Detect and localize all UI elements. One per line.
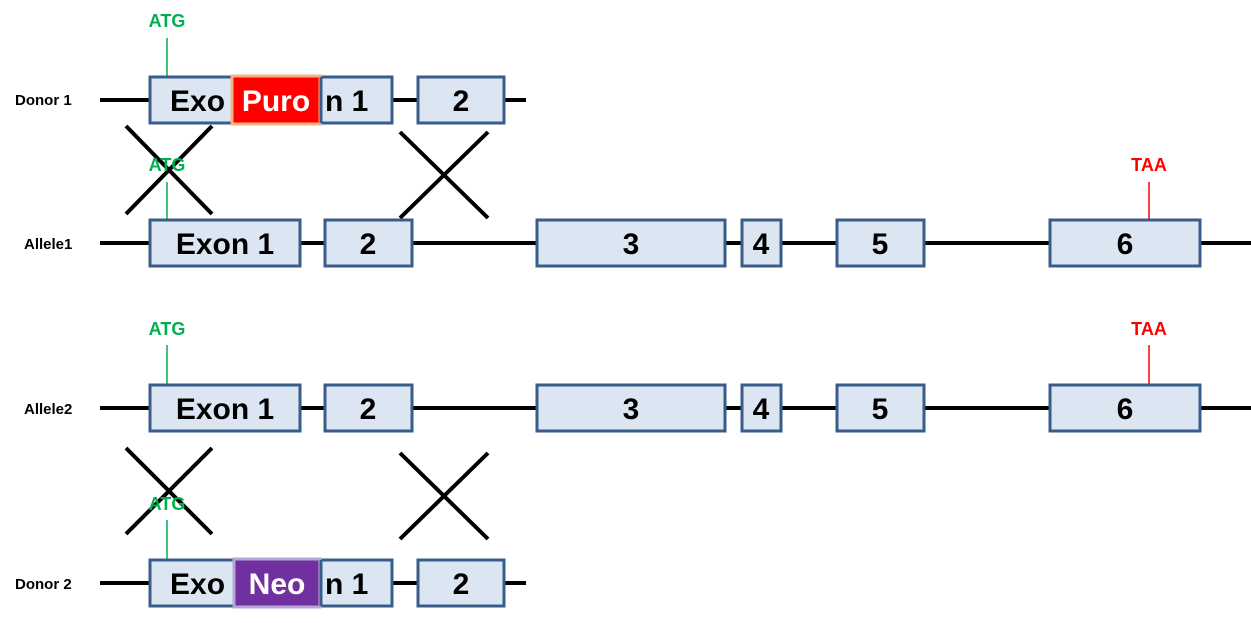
allele1-exon6-box	[1048, 218, 1202, 268]
allele2-exon4-text: 4	[753, 393, 770, 426]
crossover-2b-line	[398, 130, 490, 220]
donor1-row: Donor 1 ATG Exo n 1 Puro 2	[15, 11, 526, 126]
allele1-exon4-text: 4	[753, 228, 770, 261]
donor1-label: Donor 1	[15, 92, 72, 109]
donor2-exon1-right-text: n 1	[325, 568, 368, 601]
allele2-label: Allele2	[24, 401, 72, 418]
allele2-exon2-text: 2	[360, 393, 377, 426]
crossover-marks-upper	[124, 124, 490, 220]
allele2-exon1-text: Exon 1	[176, 393, 274, 426]
allele2-exon3-box	[535, 383, 727, 433]
donor2-exon2-box	[416, 558, 506, 608]
allele1-taa-label: TAA	[1131, 155, 1167, 175]
allele2-atg-label: ATG	[149, 319, 186, 339]
allele1-exon2-box	[323, 218, 414, 268]
allele1-exon1-text: Exon 1	[176, 228, 274, 261]
donor1-exon2-box	[416, 75, 506, 125]
allele2-exon5-text: 5	[872, 393, 889, 426]
donor1-exon1-right-text: n 1	[325, 85, 368, 118]
puro-marker-box	[230, 74, 322, 126]
allele1-exon4-box	[740, 218, 783, 268]
allele1-exon3-box	[535, 218, 727, 268]
allele2-exon6-box	[1048, 383, 1202, 433]
allele1-label: Allele1	[24, 236, 72, 253]
allele2-row: Allele2 ATG TAA Exon 1 2 3 4 5 6	[24, 319, 1251, 433]
crossover-1b-line	[124, 124, 214, 216]
donor2-atg-label: ATG	[149, 494, 186, 514]
allele2-exon4-box	[740, 383, 783, 433]
neo-marker-label: Neo	[249, 568, 306, 601]
allele2-exon2-box	[323, 383, 414, 433]
allele1-exon2-text: 2	[360, 228, 377, 261]
crossover-marks-lower	[124, 446, 490, 541]
donor2-exon1-left-text: Exo	[170, 568, 225, 601]
allele2-exon6-text: 6	[1117, 393, 1134, 426]
donor2-label: Donor 2	[15, 576, 72, 593]
allele1-atg-label: ATG	[149, 155, 186, 175]
allele1-exon5-box	[835, 218, 926, 268]
allele2-exon3-text: 3	[623, 393, 640, 426]
donor2-row: Donor 2 ATG Exo n 1 Neo 2	[15, 494, 526, 609]
donor1-exon1-left-text: Exo	[170, 85, 225, 118]
allele1-exon1-box	[148, 218, 302, 268]
allele2-exon5-box	[835, 383, 926, 433]
allele1-exon6-text: 6	[1117, 228, 1134, 261]
allele2-exon1-box	[148, 383, 302, 433]
allele1-exon5-text: 5	[872, 228, 889, 261]
allele2-taa-label: TAA	[1131, 319, 1167, 339]
puro-marker-label: Puro	[242, 85, 310, 118]
donor2-exon2-text: 2	[453, 568, 470, 601]
allele1-exon3-text: 3	[623, 228, 640, 261]
crossover-4b-line	[398, 451, 490, 541]
crossover-3b-line	[124, 446, 214, 536]
donor1-exon2-text: 2	[453, 85, 470, 118]
donor1-atg-label: ATG	[149, 11, 186, 31]
allele1-row: Allele1 ATG TAA Exon 1 2 3 4 5 6	[24, 155, 1251, 268]
